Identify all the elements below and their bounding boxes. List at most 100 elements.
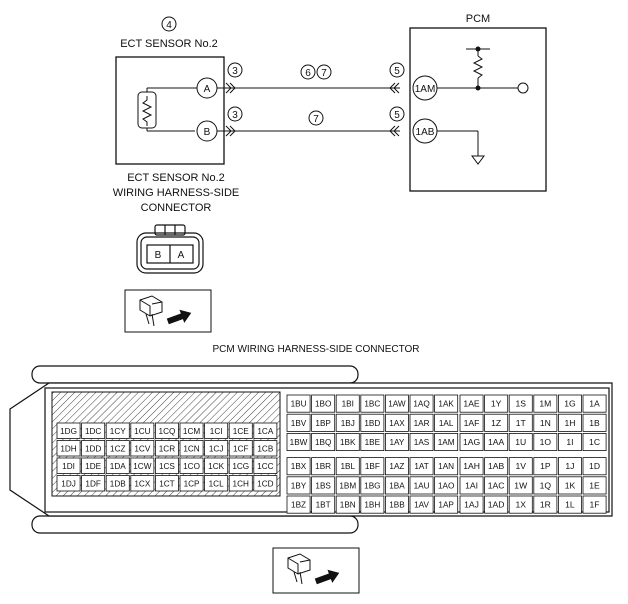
pcm-pin-label: 1V	[515, 461, 526, 471]
pcm-pin-cell	[558, 495, 582, 514]
pcm-pin-cell	[335, 476, 360, 495]
pcm-pin-cell	[311, 495, 336, 514]
pcm-pin-label: 1BJ	[341, 419, 355, 428]
pcm-box	[409, 27, 547, 192]
pcm-pin-label: 1BS	[315, 481, 331, 490]
pcm-pin-cell	[434, 413, 459, 432]
pcm-pin-label: 1BC	[364, 400, 380, 409]
pcm-pin-label: 1AU	[414, 481, 430, 490]
sensor-side-connector-mark	[225, 82, 236, 137]
pcm-pin-label: 1W	[514, 480, 528, 490]
pcm-pin-cell	[384, 495, 409, 514]
pcm-pin-label: 1CW	[133, 462, 151, 471]
pcm-pin-label: 1CM	[183, 427, 200, 436]
pcm-title: PCM	[466, 13, 490, 25]
pcm-pin-cell	[459, 476, 484, 495]
pcm-pin-cell	[154, 440, 179, 457]
pcm-pin-label: 1CL	[209, 479, 224, 488]
pcm-pin-cell	[105, 422, 130, 439]
pcm-pin-cell	[335, 394, 360, 413]
pcm-pin-label: 1DJ	[61, 479, 76, 488]
svg-text:1AM: 1AM	[415, 84, 436, 95]
pcm-pin-label: 1C	[589, 437, 600, 447]
pcm-pin-cell	[558, 432, 582, 451]
pcm-pin-cell	[179, 475, 204, 492]
pcm-pin-label: 1CN	[183, 444, 199, 453]
pcm-pin-cell	[360, 432, 385, 451]
pcm-pin-cell	[204, 475, 229, 492]
svg-text:5: 5	[394, 66, 400, 77]
wire-ref-pcm-bottom: 5	[389, 106, 405, 122]
pcm-pin-label: 1CF	[233, 444, 248, 453]
pcm-pin-label: 1CC	[257, 462, 273, 471]
sensor-reference-marker: 4	[161, 16, 177, 32]
pcm-pin-cell	[286, 413, 311, 432]
connector-view-icon	[124, 289, 212, 333]
pcm-pin-cell	[253, 475, 278, 492]
pcm-pin-cell	[508, 495, 533, 514]
pcm-pin-label: 1BD	[364, 419, 380, 428]
pcm-pin-label: 1AL	[439, 419, 454, 428]
pcm-pin-cell	[228, 440, 253, 457]
pcm-pin-cell	[204, 440, 229, 457]
pcm-pin-cell	[484, 394, 509, 413]
pcm-pin-label: 1AM	[438, 438, 455, 447]
pcm-pin-cell	[484, 413, 509, 432]
pcm-pin-cell	[409, 457, 434, 476]
pcm-pin-label: 1T	[516, 418, 527, 428]
pcm-pin-label: 1P	[540, 461, 551, 471]
pcm-pin-label: 1CB	[257, 444, 273, 453]
pcm-pin-cell	[130, 475, 155, 492]
pcm-pin-cell	[558, 413, 582, 432]
pcm-pin-cell	[582, 394, 607, 413]
pcm-pin-cell	[508, 432, 533, 451]
pcm-pin-cell	[409, 413, 434, 432]
pcm-pin-cell	[558, 394, 582, 413]
pcm-pin-label: 1AN	[438, 462, 454, 471]
pcm-pin-cell	[311, 432, 336, 451]
pcm-pin-cell	[409, 495, 434, 514]
pcm-pin-label: 1CH	[233, 479, 249, 488]
pcm-pin-cell	[384, 394, 409, 413]
pcm-pin-label: 1N	[540, 418, 551, 428]
pcm-pin-cell	[311, 394, 336, 413]
pcm-pin-cell	[459, 413, 484, 432]
pcm-pin-label: 1AB	[488, 461, 505, 471]
pcm-pin-label: 1AJ	[464, 500, 479, 510]
pcm-pin-cell	[81, 457, 106, 474]
pcm-pin-label: 1DD	[85, 444, 101, 453]
ect-sensor-harness-connector	[136, 224, 204, 274]
pcm-pin-label: 1M	[539, 399, 551, 409]
pcm-pin-label: 1CR	[159, 444, 175, 453]
pcm-pin-label: 1CE	[233, 427, 249, 436]
pcm-pin-label: 1CP	[184, 479, 200, 488]
pcm-internal-circuit	[437, 46, 529, 165]
pcm-pin-label: 1DI	[62, 462, 75, 471]
pcm-pin-cell	[459, 394, 484, 413]
small-connector-pin-a: A	[178, 250, 185, 261]
pcm-pin-label: 1H	[564, 418, 575, 428]
pcm-pin-cell	[179, 422, 204, 439]
svg-text:6: 6	[305, 68, 311, 79]
pcm-pin-cell	[253, 457, 278, 474]
pcm-pin-cell	[360, 476, 385, 495]
pcm-pin-cell	[335, 457, 360, 476]
pcm-pin-label: 1AE	[463, 399, 480, 409]
pcm-pin-cell	[459, 495, 484, 514]
pcm-pin-label: 1BQ	[315, 438, 331, 447]
pcm-pin-label: 1BL	[340, 462, 355, 471]
pcm-pin-cell	[335, 432, 360, 451]
pcm-pin-cell	[508, 413, 533, 432]
pcm-harness-label: PCM WIRING HARNESS-SIDE CONNECTOR	[212, 344, 419, 355]
pcm-pin-label: 1CS	[159, 462, 175, 471]
pcm-pin-cell	[360, 413, 385, 432]
pcm-pin-label: 1BU	[291, 400, 307, 409]
pcm-pin-cell	[286, 394, 311, 413]
pcm-pin-cell	[434, 495, 459, 514]
pcm-pin-cell	[81, 475, 106, 492]
pcm-pin-cell	[130, 440, 155, 457]
pcm-pin-cell	[558, 457, 582, 476]
pcm-pin-label: 1BN	[340, 501, 356, 510]
pcm-pin-label: 1DA	[110, 462, 126, 471]
pcm-pin-label: 1D	[589, 461, 600, 471]
